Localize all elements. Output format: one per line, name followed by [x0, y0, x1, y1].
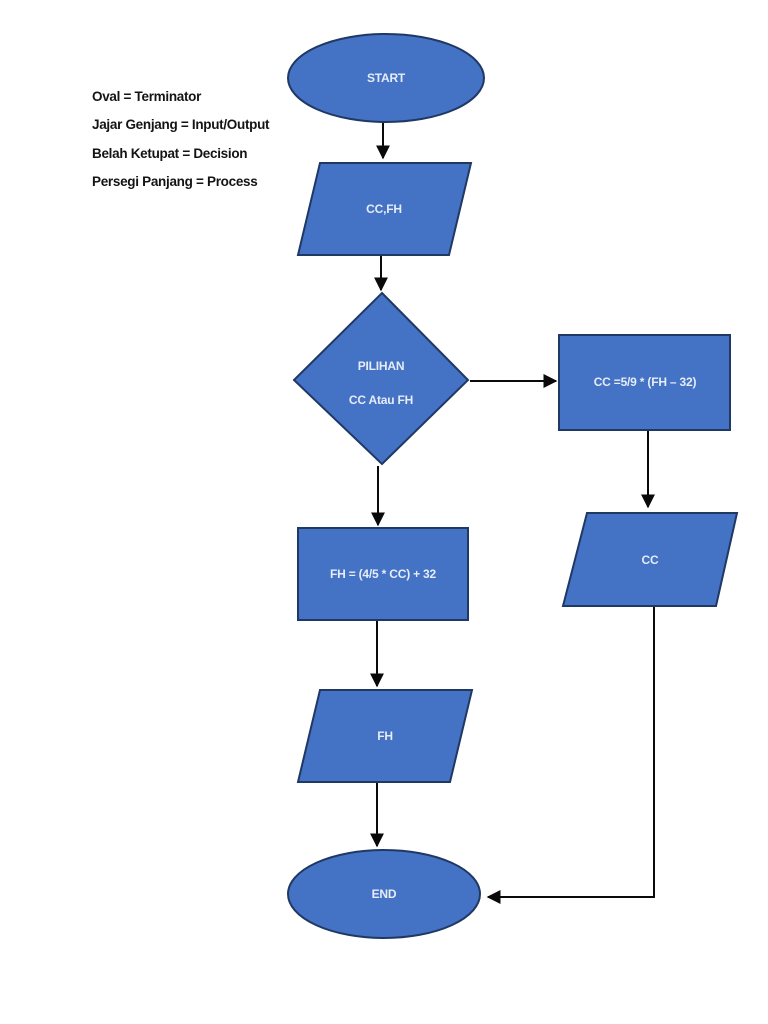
terminator-shape	[287, 33, 485, 123]
legend-item-decision: Belah Ketupat = Decision	[92, 146, 247, 161]
process-shape	[558, 334, 731, 431]
node-output-fh-label: FH	[377, 729, 393, 743]
node-output-cc: CC	[561, 512, 739, 607]
node-decision: PILIHAN CC Atau FH	[292, 291, 470, 466]
legend-item-process: Persegi Panjang = Process	[92, 174, 257, 189]
node-process-cc: CC =5/9 * (FH – 32)	[558, 334, 731, 431]
terminator-shape	[287, 849, 481, 939]
node-start: START	[287, 33, 485, 123]
node-decision-label-line2: CC Atau FH	[349, 393, 413, 407]
node-end-label: END	[372, 887, 397, 901]
legend: Oval = Terminator Jajar Genjang = Input/…	[92, 89, 270, 189]
legend-item-input-output: Jajar Genjang = Input/Output	[92, 117, 270, 132]
decision-shape	[292, 291, 470, 466]
node-input-ccfh: CC,FH	[296, 162, 473, 256]
node-process-cc-label: CC =5/9 * (FH – 32)	[594, 375, 697, 389]
node-start-label: START	[367, 71, 406, 85]
input-output-shape	[296, 162, 473, 256]
legend-item-terminator: Oval = Terminator	[92, 89, 202, 104]
input-output-shape	[561, 512, 739, 607]
input-output-shape	[296, 689, 474, 783]
process-shape	[297, 527, 469, 621]
node-input-ccfh-label: CC,FH	[366, 202, 402, 216]
edge-output-cc-to-end	[486, 606, 655, 904]
node-output-fh: FH	[296, 689, 474, 783]
node-process-fh-label: FH = (4/5 * CC) + 32	[330, 567, 437, 581]
node-output-cc-label: CC	[642, 553, 659, 567]
node-process-fh: FH = (4/5 * CC) + 32	[297, 527, 469, 621]
node-end: END	[287, 849, 481, 939]
node-decision-label-line1: PILIHAN	[358, 359, 405, 373]
